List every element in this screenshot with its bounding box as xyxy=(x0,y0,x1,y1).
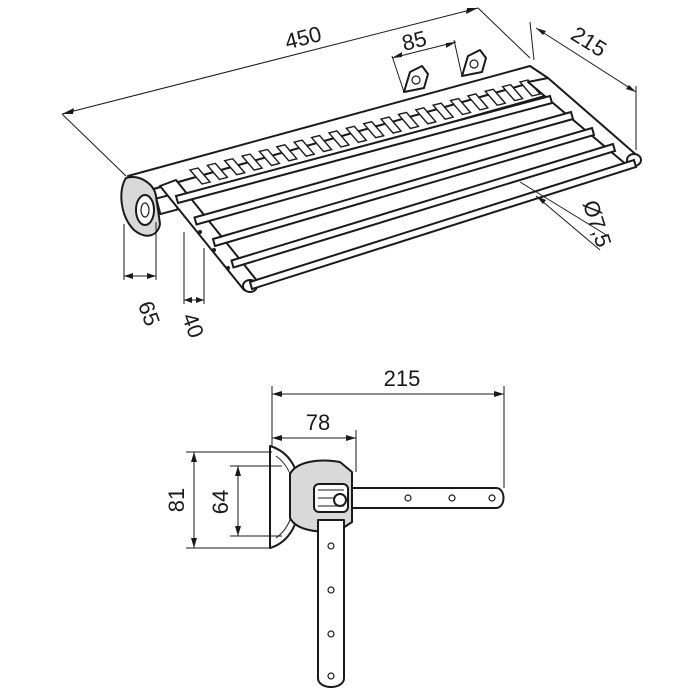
rail-tooth xyxy=(240,153,264,171)
dim-side-inner-height: 64 xyxy=(208,490,233,514)
rack-side-view: 215 78 81 64 xyxy=(164,366,505,688)
vertical-arm xyxy=(317,519,345,688)
rail-tooth xyxy=(431,102,455,120)
rack-isometric-view: 450 85 215 Ø7,5 65 40 xyxy=(61,7,642,342)
dim-side-height: 65 xyxy=(133,298,165,330)
rail-tooth xyxy=(379,116,403,134)
rail-tooth xyxy=(518,79,542,97)
rail-tooth xyxy=(310,134,333,153)
hanging-rod xyxy=(248,158,638,291)
rail-tooth xyxy=(292,139,316,157)
rail-tooth xyxy=(327,130,351,148)
hanging-rod xyxy=(193,110,575,226)
rail-tooth xyxy=(345,125,368,144)
rail-teeth xyxy=(188,79,542,185)
horizontal-arm xyxy=(351,487,505,509)
rail-tooth xyxy=(449,97,472,116)
mounting-bracket-right xyxy=(461,49,487,77)
rail-tooth xyxy=(397,111,420,130)
hanging-rods xyxy=(174,94,638,291)
rail-tooth xyxy=(414,107,438,125)
dim-side-bracket-depth: 78 xyxy=(306,410,330,435)
dim-side-offset: 40 xyxy=(177,310,209,342)
pivot-screw xyxy=(333,493,347,507)
rail-tooth xyxy=(483,88,507,107)
dim-depth: 215 xyxy=(567,21,611,62)
hanging-rod xyxy=(174,94,554,205)
dim-side-total-depth: 215 xyxy=(384,366,421,391)
rail-tooth xyxy=(275,144,299,162)
rail-tooth xyxy=(362,120,385,139)
rail-tooth xyxy=(501,83,524,102)
rail-tooth xyxy=(466,93,490,111)
rail-tooth xyxy=(188,167,212,185)
dim-bracket-spacing: 85 xyxy=(399,26,429,56)
hanging-rod xyxy=(230,142,617,269)
hanging-rod xyxy=(211,126,596,248)
rail-tooth xyxy=(223,157,247,176)
rail-tooth xyxy=(258,148,281,167)
dim-side-outer-height: 81 xyxy=(164,488,189,512)
dim-rod-diameter: Ø7,5 xyxy=(578,197,617,250)
mounting-bracket-left xyxy=(403,65,429,93)
rail-tooth xyxy=(206,162,229,181)
